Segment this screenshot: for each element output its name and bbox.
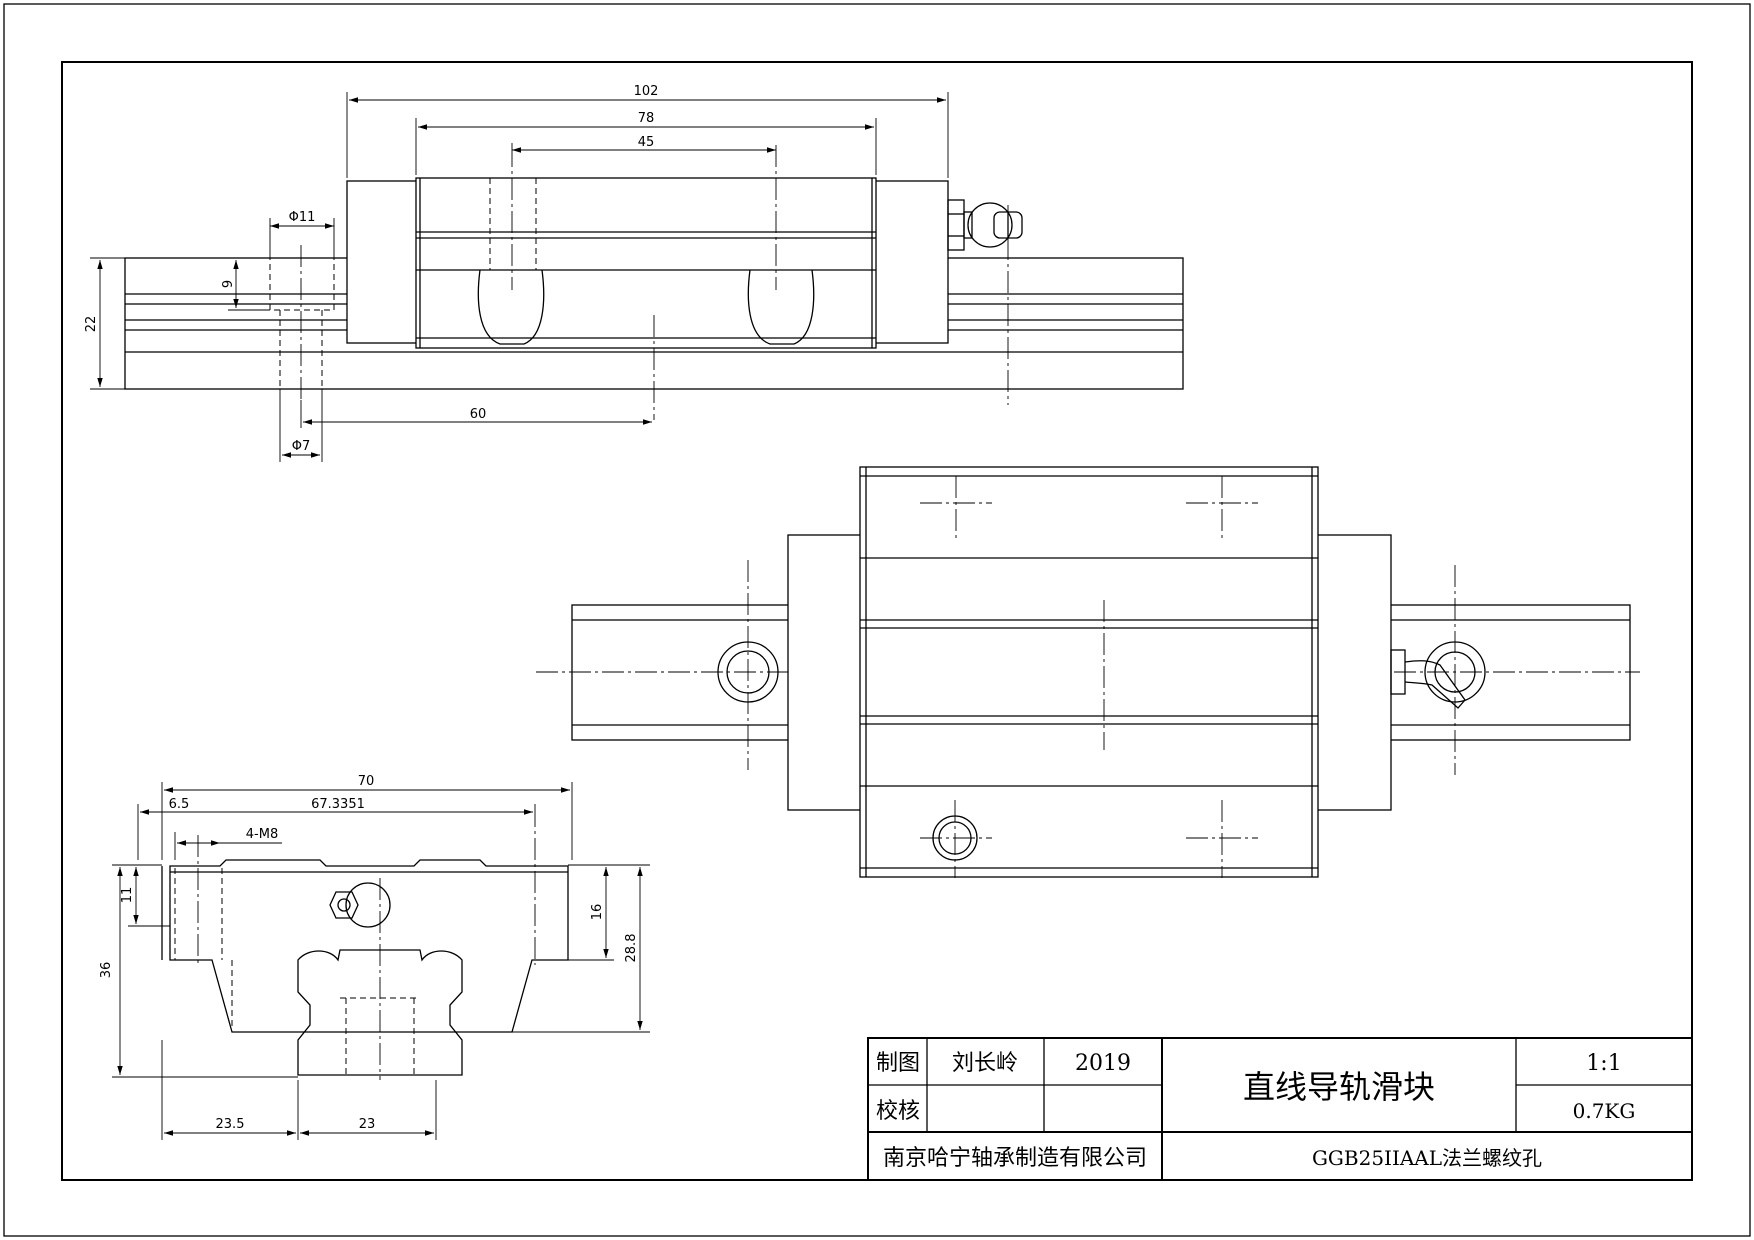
dim-23-5: 23.5 — [216, 1117, 245, 1132]
dim-23: 23 — [359, 1117, 376, 1132]
dim-16: 16 — [590, 904, 605, 921]
drawn-by: 刘长岭 — [952, 1051, 1018, 1076]
part-weight: 0.7KG — [1573, 1099, 1636, 1123]
dim-45: 45 — [638, 135, 655, 150]
dim-78: 78 — [638, 111, 655, 126]
dim-70: 70 — [358, 774, 375, 789]
end-view-dimension-labels: 70 6.5 67.3351 4-M8 11 36 16 28.8 23.5 2… — [99, 774, 639, 1132]
drawing-title: 直线导轨滑块 — [1243, 1068, 1435, 1106]
dim-67-3351: 67.3351 — [311, 797, 365, 812]
front-view-dimension-labels: 102 78 45 Φ11 9 22 60 Φ7 — [84, 84, 658, 454]
dim-phi11: Φ11 — [289, 210, 316, 225]
dim-6-5: 6.5 — [169, 797, 190, 812]
top-view — [536, 466, 1640, 878]
drawing-year: 2019 — [1075, 1051, 1131, 1076]
dim-22: 22 — [84, 316, 99, 333]
dim-102: 102 — [634, 84, 659, 99]
dim-phi7: Φ7 — [292, 439, 311, 454]
title-block — [867, 1037, 1693, 1181]
drawn-label: 制图 — [876, 1051, 920, 1076]
front-view — [124, 145, 1184, 420]
dim-36: 36 — [99, 962, 114, 979]
part-number: GGB25IIAAL法兰螺纹孔 — [1312, 1146, 1542, 1170]
front-view-dimensions — [90, 92, 949, 462]
dim-9: 9 — [221, 280, 236, 288]
title-block-text: 制图 刘长岭 2019 校核 直线导轨滑块 1:1 0.7KG 南京哈宁轴承制造… — [876, 1051, 1635, 1171]
carriage-top — [859, 466, 1319, 878]
drawing-scale: 1:1 — [1586, 1051, 1621, 1076]
end-view — [161, 805, 569, 1080]
dim-11: 11 — [120, 887, 135, 904]
check-label: 校核 — [876, 1099, 920, 1124]
end-view-dimensions — [112, 782, 650, 1140]
company-name: 南京哈宁轴承制造有限公司 — [883, 1146, 1147, 1171]
dim-28-8: 28.8 — [624, 934, 639, 963]
dim-60: 60 — [470, 407, 487, 422]
dim-4-m8: 4-M8 — [246, 827, 278, 842]
